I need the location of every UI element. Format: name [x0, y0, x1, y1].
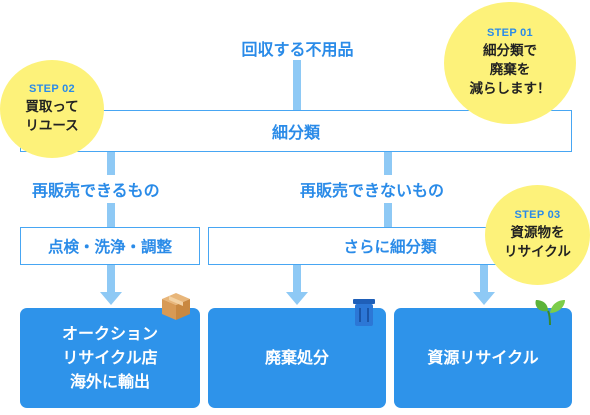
connector-left-down: [107, 265, 115, 293]
step-02-tag: STEP 02: [29, 82, 75, 95]
step-02-line-2: リユース: [25, 117, 79, 134]
arrow-middle: [286, 292, 308, 305]
outcome-resale-line-3: 海外に輸出: [69, 372, 150, 391]
process-subclassify-label: さらに細分類: [343, 238, 437, 256]
step-01-tag: STEP 01: [487, 27, 533, 39]
branch-label-not-resellable: 再販売できないもの: [296, 175, 449, 203]
step-03-line-1: 資源物を: [510, 224, 565, 241]
step-02-bubble: STEP 02 買取って リユース: [0, 60, 104, 158]
classify-label: 細分類: [271, 123, 320, 142]
branch-label-resellable: 再販売できるもの: [28, 175, 164, 203]
outcome-recycle-line-1: 資源リサイクル: [427, 348, 539, 367]
connector-right-split-a: [293, 265, 301, 293]
step-02-line-1: 買取って: [25, 98, 79, 115]
step-03-tag: STEP 03: [514, 208, 561, 221]
step-01-line-1: 細分類で: [483, 43, 537, 59]
trash-bin-icon: [352, 298, 376, 328]
arrow-right: [473, 292, 495, 305]
classify-box: 細分類: [20, 110, 572, 152]
connector-right-split-b: [480, 265, 488, 293]
step-03-line-2: リサイクル: [504, 243, 571, 260]
outcome-resale-line-1: オークション: [61, 324, 158, 343]
step-01-line-3: 減らします！: [469, 81, 551, 97]
process-inspect-label: 点検・洗浄・調整: [47, 238, 172, 256]
leaf-sprout-icon: [532, 297, 568, 327]
cardboard-box-icon: [160, 290, 192, 322]
outcome-resale-line-2: リサイクル店: [62, 348, 158, 367]
top-label: 回収する不用品: [241, 40, 354, 59]
process-inspect-box: 点検・洗浄・調整: [20, 227, 200, 265]
outcome-card-recycle: 資源リサイクル: [394, 308, 572, 408]
step-01-bubble: STEP 01 細分類で 廃棄を 減らします！: [444, 2, 576, 124]
outcome-card-resale: オークション リサイクル店 海外に輸出: [20, 308, 200, 408]
outcome-disposal-line-1: 廃棄処分: [264, 348, 329, 367]
connector-top: [293, 60, 301, 110]
arrow-left: [100, 292, 122, 305]
step-01-line-2: 廃棄を: [489, 62, 531, 78]
step-03-bubble: STEP 03 資源物を リサイクル: [485, 185, 590, 285]
